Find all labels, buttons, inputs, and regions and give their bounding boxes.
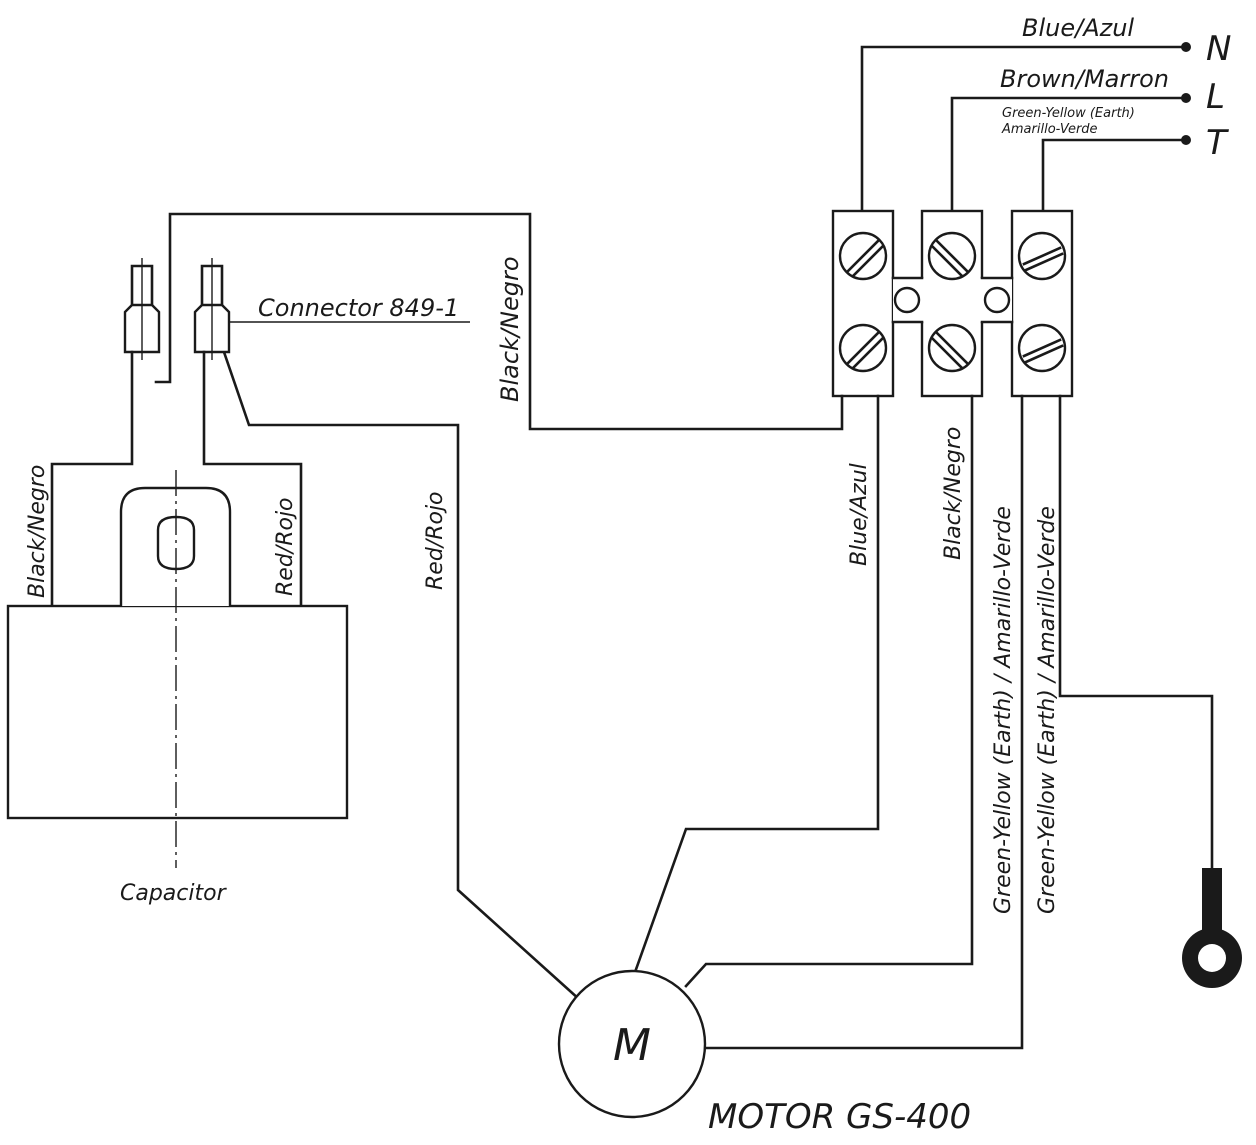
wire-earth-to-lug — [1058, 394, 1214, 870]
terminal-n-label: N — [1206, 29, 1231, 69]
screw-icon — [1017, 231, 1067, 281]
screw-icon — [927, 231, 977, 281]
wire-black-to-motor — [684, 394, 974, 988]
mounting-hole-right — [983, 286, 1011, 314]
wire-black-capacitor — [50, 350, 134, 608]
mounting-hole-left — [893, 286, 921, 314]
label-amarillo-verde: Amarillo-Verde — [1001, 122, 1098, 137]
wire-red-to-motor — [222, 350, 582, 1002]
terminal-t-label: T — [1206, 123, 1229, 163]
label-blue-azul-top: Blue/Azul — [1022, 14, 1134, 42]
connector-right — [193, 258, 231, 360]
screw-icon — [927, 323, 977, 373]
capacitor-body — [6, 604, 349, 820]
label-earth-motor: Green-Yellow (Earth) / Amarillo-Verde — [991, 506, 1016, 914]
label-blue-azul-motor: Blue/Azul — [847, 463, 872, 566]
motor-symbol: M — [613, 1020, 651, 1071]
wire-brown-supply — [950, 96, 1188, 214]
label-black-negro-capacitor: Black/Negro — [25, 465, 50, 598]
motor-circle — [557, 969, 707, 1119]
label-green-yellow-earth: Green-Yellow (Earth) — [1002, 106, 1135, 121]
terminal-l-dot — [1181, 93, 1191, 103]
label-red-rojo-capacitor: Red/Rojo — [273, 497, 298, 596]
wire-earth-to-motor — [704, 394, 1024, 1050]
connector-left — [123, 258, 161, 360]
label-earth-lug: Green-Yellow (Earth) / Amarillo-Verde — [1035, 506, 1060, 914]
terminal-n-dot — [1181, 42, 1191, 52]
wire-blue-supply — [860, 45, 1188, 214]
terminal-block — [831, 209, 1074, 398]
wire-black-to-block — [154, 212, 844, 431]
wire-blue-to-motor — [632, 394, 880, 977]
screw-icon — [838, 231, 888, 281]
earth-lug-icon — [1182, 868, 1242, 988]
screw-icon — [1017, 323, 1067, 373]
terminal-block-bridge-edges — [891, 276, 1014, 324]
capacitor-label: Capacitor — [120, 881, 228, 906]
wire-red-capacitor — [202, 350, 303, 608]
label-black-negro-cable: Black/Negro — [496, 256, 524, 402]
terminal-t-dot — [1181, 135, 1191, 145]
connector-label: Connector 849-1 — [258, 294, 459, 322]
label-brown-marron: Brown/Marron — [1000, 65, 1169, 93]
wire-earth-supply — [1041, 138, 1188, 214]
label-black-negro-motor: Black/Negro — [941, 427, 966, 560]
terminal-l-label: L — [1206, 77, 1225, 117]
screw-icon — [838, 323, 888, 373]
label-red-rojo-motor: Red/Rojo — [423, 491, 448, 590]
motor-name-label: MOTOR GS-400 — [708, 1097, 971, 1137]
